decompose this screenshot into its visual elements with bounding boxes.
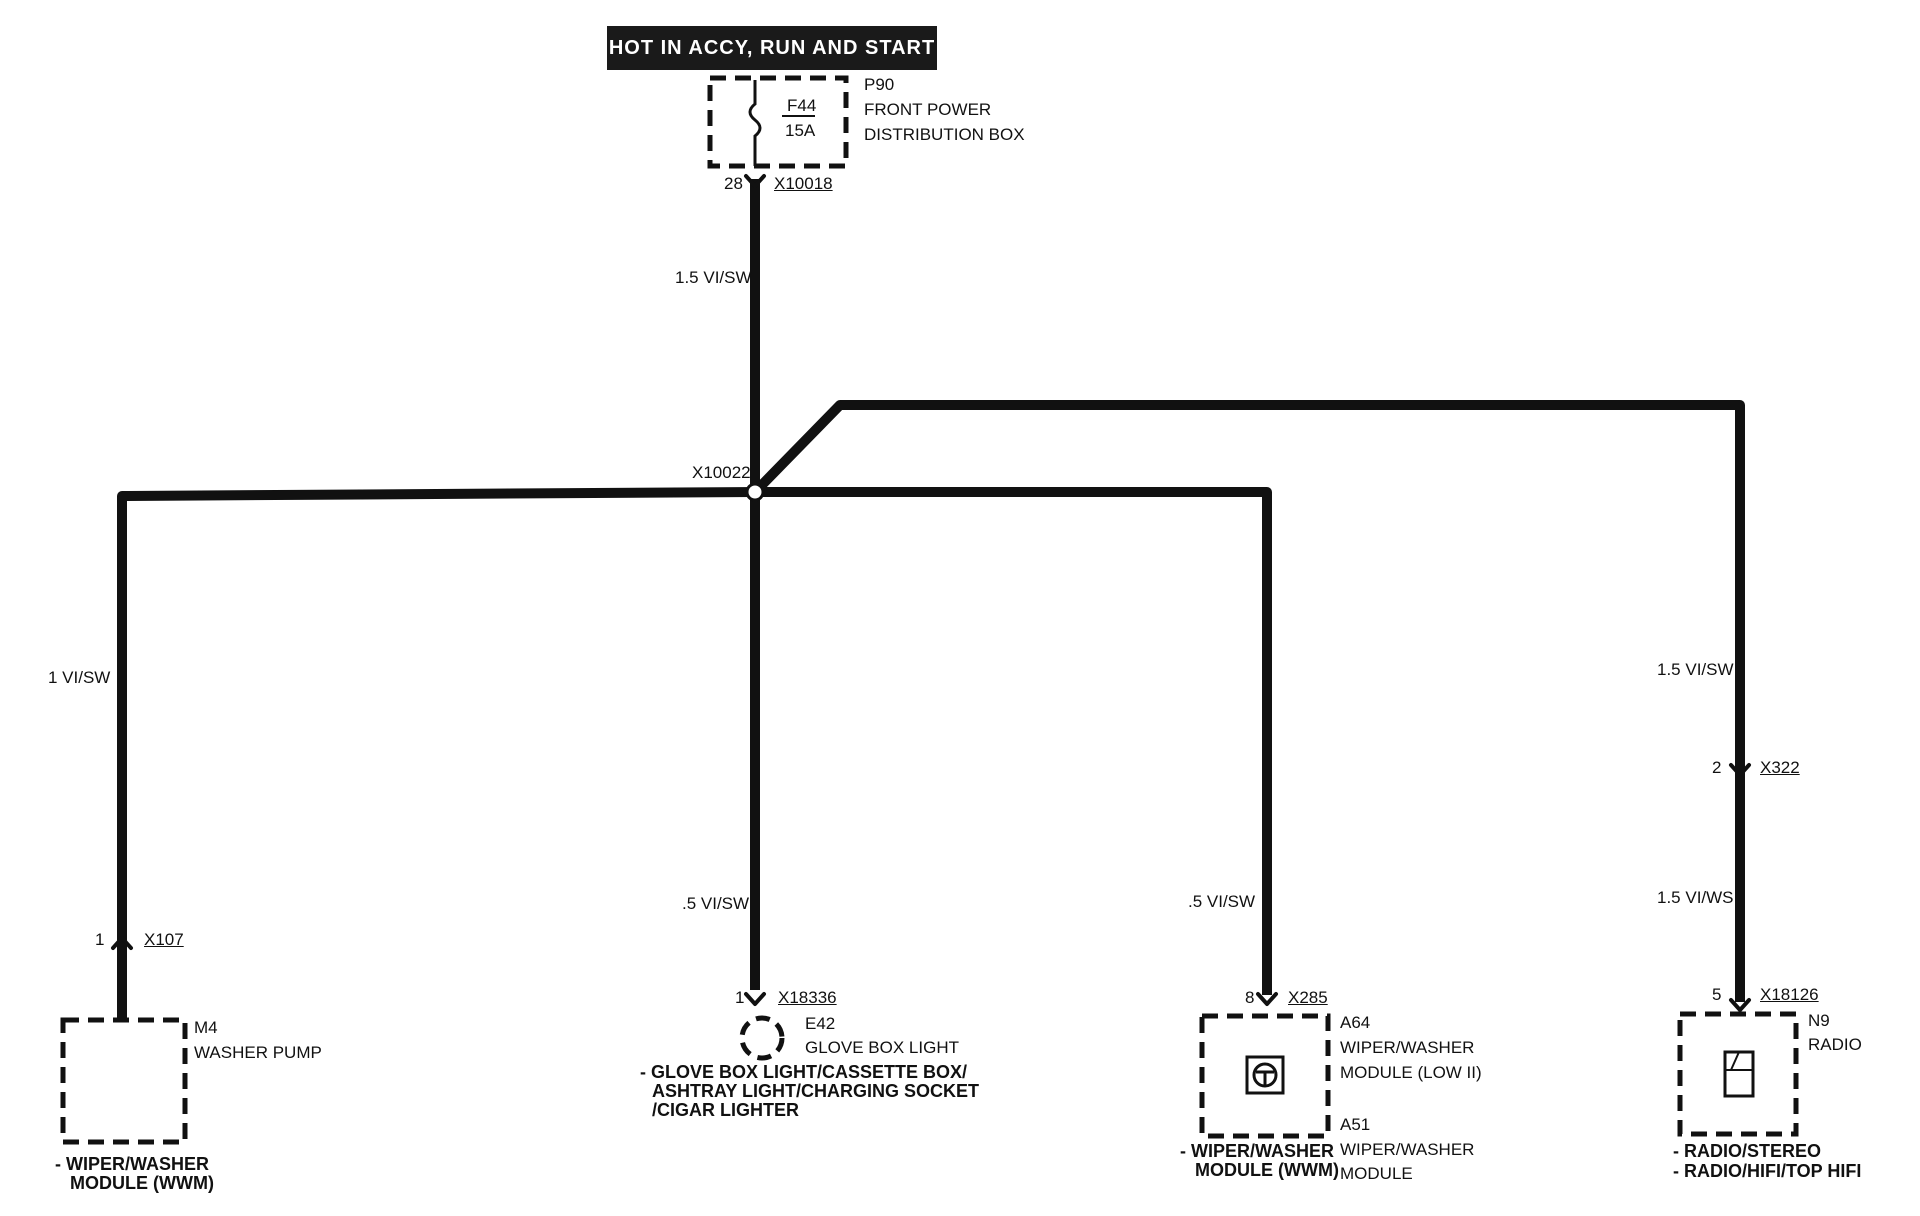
glove-box-pin: 1 [735, 988, 745, 1007]
wiper-module-wire-spec: .5 VI/SW [1188, 892, 1256, 911]
washer-pump-id: M4 [194, 1018, 218, 1037]
washer-pump-connector: X107 [144, 930, 184, 949]
washer-pump-wire-spec: 1 VI/SW [48, 668, 111, 687]
wiper-module-name-1b: MODULE (LOW II) [1340, 1063, 1482, 1082]
fuse-box-name-2: DISTRIBUTION BOX [864, 125, 1025, 144]
glove-box-connector: X18336 [778, 988, 837, 1007]
wiper-module-name-2a: WIPER/WASHER [1340, 1140, 1475, 1159]
splice-id: X10022 [692, 463, 751, 482]
wiper-module-id-1: A64 [1340, 1013, 1371, 1032]
washer-pump-box [60, 1017, 188, 1145]
washer-pump-system-2: MODULE (WWM) [70, 1173, 214, 1193]
glove-box-system-3: /CIGAR LIGHTER [652, 1100, 799, 1120]
glove-box-name: GLOVE BOX LIGHT [805, 1038, 959, 1057]
radio-connector: X18126 [1760, 985, 1819, 1004]
glove-box-light-symbol [739, 1015, 785, 1061]
fuse-box-outline [707, 75, 849, 169]
wiper-module-id-2: A51 [1340, 1115, 1371, 1134]
radio-id: N9 [1808, 1011, 1830, 1030]
wiper-module-connector: X285 [1288, 988, 1328, 1007]
fuse-rating: 15A [785, 121, 816, 140]
washer-pump-system-1: - WIPER/WASHER [55, 1154, 210, 1174]
radio-system-2: - RADIO/HIFI/TOP HIFI [1673, 1161, 1862, 1181]
fuse-pin: 28 [724, 174, 743, 193]
wiper-module-system-1: - WIPER/WASHER [1180, 1141, 1335, 1161]
fuse-symbol [748, 80, 762, 166]
radio-box [1677, 1011, 1799, 1137]
connector-x18126-symbol [1729, 998, 1751, 1012]
washer-pump-pin: 1 [95, 930, 105, 949]
connector-x10018-symbol [744, 174, 766, 188]
glove-box-id: E42 [805, 1014, 836, 1033]
radio-pin: 5 [1712, 985, 1722, 1004]
fuse-box-name-1: FRONT POWER [864, 100, 992, 119]
fuse-connector: X10018 [774, 174, 833, 193]
wire-washer-pump [117, 486, 761, 1020]
splice-dot [745, 482, 765, 502]
glove-box-wire-spec: .5 VI/SW [682, 894, 750, 913]
wire-wiper-module [750, 487, 1272, 995]
wire-radio [747, 400, 1745, 1002]
radio-name: RADIO [1808, 1035, 1862, 1054]
wiper-module-pin: 8 [1245, 988, 1255, 1007]
radio-system-1: - RADIO/STEREO [1673, 1141, 1822, 1161]
glove-box-system-2: ASHTRAY LIGHT/CHARGING SOCKET [652, 1081, 980, 1101]
radio-icon-detail [1725, 1051, 1753, 1071]
connector-x322-symbol [1729, 763, 1751, 777]
radio-icon [1723, 1050, 1755, 1098]
radio-inline-connector: X322 [1760, 758, 1800, 777]
radio-inline-pin: 2 [1712, 758, 1722, 777]
connector-x18336-symbol [744, 992, 766, 1006]
radio-wire-spec-upper: 1.5 VI/SW [1657, 660, 1734, 679]
steering-wheel-icon [1252, 1062, 1278, 1088]
steering-wheel-spokes [1256, 1070, 1274, 1085]
main-wire-spec: 1.5 VI/SW [675, 268, 752, 287]
wiper-module-inner-square [1245, 1055, 1285, 1095]
wiper-module-name-2b: MODULE [1340, 1164, 1413, 1183]
wiper-module-system-2: MODULE (WWM) [1195, 1160, 1339, 1180]
fuse-id: F44 [787, 96, 817, 115]
radio-wire-spec-lower: 1.5 VI/WS [1657, 888, 1734, 907]
wiper-module-name-1a: WIPER/WASHER [1340, 1038, 1475, 1057]
wiper-module-box [1199, 1013, 1331, 1139]
power-source-banner: HOT IN ACCY, RUN AND START [607, 26, 937, 70]
connector-x285-symbol [1256, 992, 1278, 1006]
washer-pump-name: WASHER PUMP [194, 1043, 322, 1062]
glove-box-system-1: - GLOVE BOX LIGHT/CASSETTE BOX/ [640, 1062, 968, 1082]
connector-x107-symbol [111, 936, 133, 950]
fuse-box-id: P90 [864, 75, 895, 94]
